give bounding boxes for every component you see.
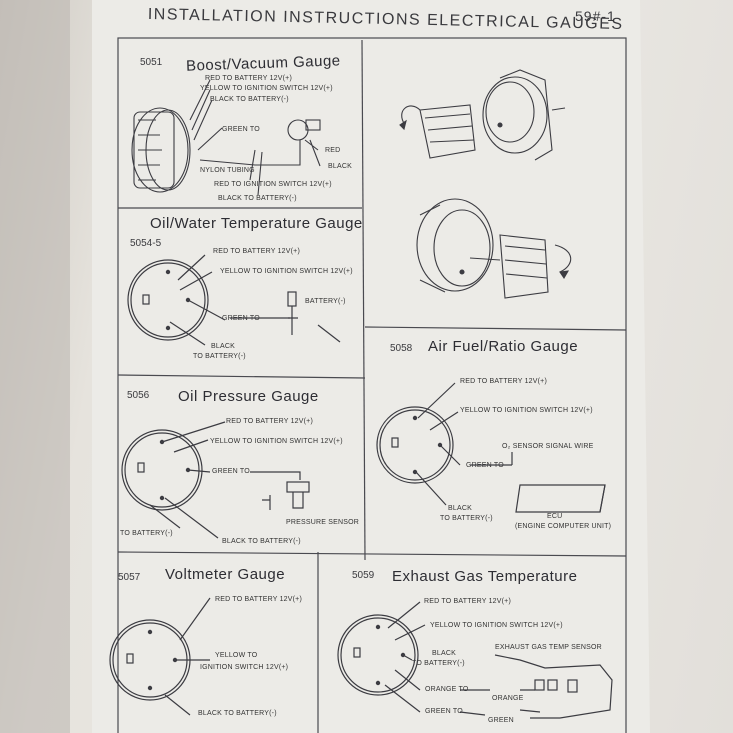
part-number: 5056 xyxy=(127,390,150,401)
wire-label: NYLON TUBING xyxy=(200,167,255,174)
wire-label: ECU xyxy=(547,513,563,520)
wire-label: O₂ SENSOR SIGNAL WIRE xyxy=(502,443,594,450)
wire-label: BLACK TO BATTERY(-) xyxy=(198,710,277,717)
wire-label: TO BATTERY(-) xyxy=(440,515,493,522)
wire-label: YELLOW TO xyxy=(215,652,258,659)
wire-label: TO BATTERY(-) xyxy=(120,530,173,537)
wire-label: YELLOW TO IGNITION SWITCH 12V(+) xyxy=(200,85,333,92)
part-number: 5058 xyxy=(390,343,413,354)
wire-label: GREEN TO xyxy=(212,468,250,475)
wire-label: YELLOW TO IGNITION SWITCH 12V(+) xyxy=(430,622,563,629)
wire-label: TO BATTERY(-) xyxy=(193,353,246,360)
wire-label: ORANGE TO xyxy=(425,686,469,693)
wire-label: BLACK xyxy=(211,343,235,350)
wire-label: RED TO BATTERY 12V(+) xyxy=(215,596,302,603)
wire-label: BLACK TO BATTERY(-) xyxy=(210,96,289,103)
wire-label: BLACK xyxy=(328,163,352,170)
part-number: 5059 xyxy=(352,570,375,581)
wire-label: RED xyxy=(325,147,341,154)
wire-label: RED TO BATTERY 12V(+) xyxy=(205,75,292,82)
wire-label: GREEN TO xyxy=(222,126,260,133)
wire-label: RED TO IGNITION SWITCH 12V(+) xyxy=(214,181,332,188)
section-title: Air Fuel/Ratio Gauge xyxy=(428,338,579,355)
wire-label: (ENGINE COMPUTER UNIT) xyxy=(515,523,612,530)
wire-label: GREEN TO xyxy=(425,708,463,715)
section-title: Oil Pressure Gauge xyxy=(178,388,319,405)
wire-label: RED TO BATTERY 12V(+) xyxy=(460,378,547,385)
wire-label: BLACK xyxy=(448,505,472,512)
wire-label: BLACK TO BATTERY(-) xyxy=(218,195,297,202)
wire-label: BLACK TO BATTERY(-) xyxy=(222,538,301,545)
part-number: 5057 xyxy=(118,572,141,583)
wire-label: BLACK xyxy=(432,650,456,657)
wire-label: RED TO BATTERY 12V(+) xyxy=(226,418,313,425)
wire-label: TO BATTERY(-) xyxy=(412,660,465,667)
wire-label: IGNITION SWITCH 12V(+) xyxy=(200,664,289,671)
wire-label: ORANGE xyxy=(492,695,524,702)
section-title: Voltmeter Gauge xyxy=(165,566,286,583)
wire-label: RED TO BATTERY 12V(+) xyxy=(424,598,511,605)
part-number: 5051 xyxy=(140,57,163,68)
wire-label: YELLOW TO IGNITION SWITCH 12V(+) xyxy=(210,438,343,445)
section-title: Oil/Water Temperature Gauge xyxy=(150,215,363,232)
wire-label: RED TO BATTERY 12V(+) xyxy=(213,248,300,255)
section-title: Exhaust Gas Temperature xyxy=(392,568,578,585)
wire-label: YELLOW TO IGNITION SWITCH 12V(+) xyxy=(460,407,593,414)
wire-label: EXHAUST GAS TEMP SENSOR xyxy=(495,644,602,651)
wire-label: YELLOW TO IGNITION SWITCH 12V(+) xyxy=(220,268,353,275)
page-number: 59#-1 xyxy=(575,8,616,24)
wire-label: GREEN xyxy=(488,717,514,724)
wire-label: PRESSURE SENSOR xyxy=(286,519,360,526)
part-number: 5054-5 xyxy=(130,238,162,249)
wire-label: BATTERY(-) xyxy=(305,298,346,305)
